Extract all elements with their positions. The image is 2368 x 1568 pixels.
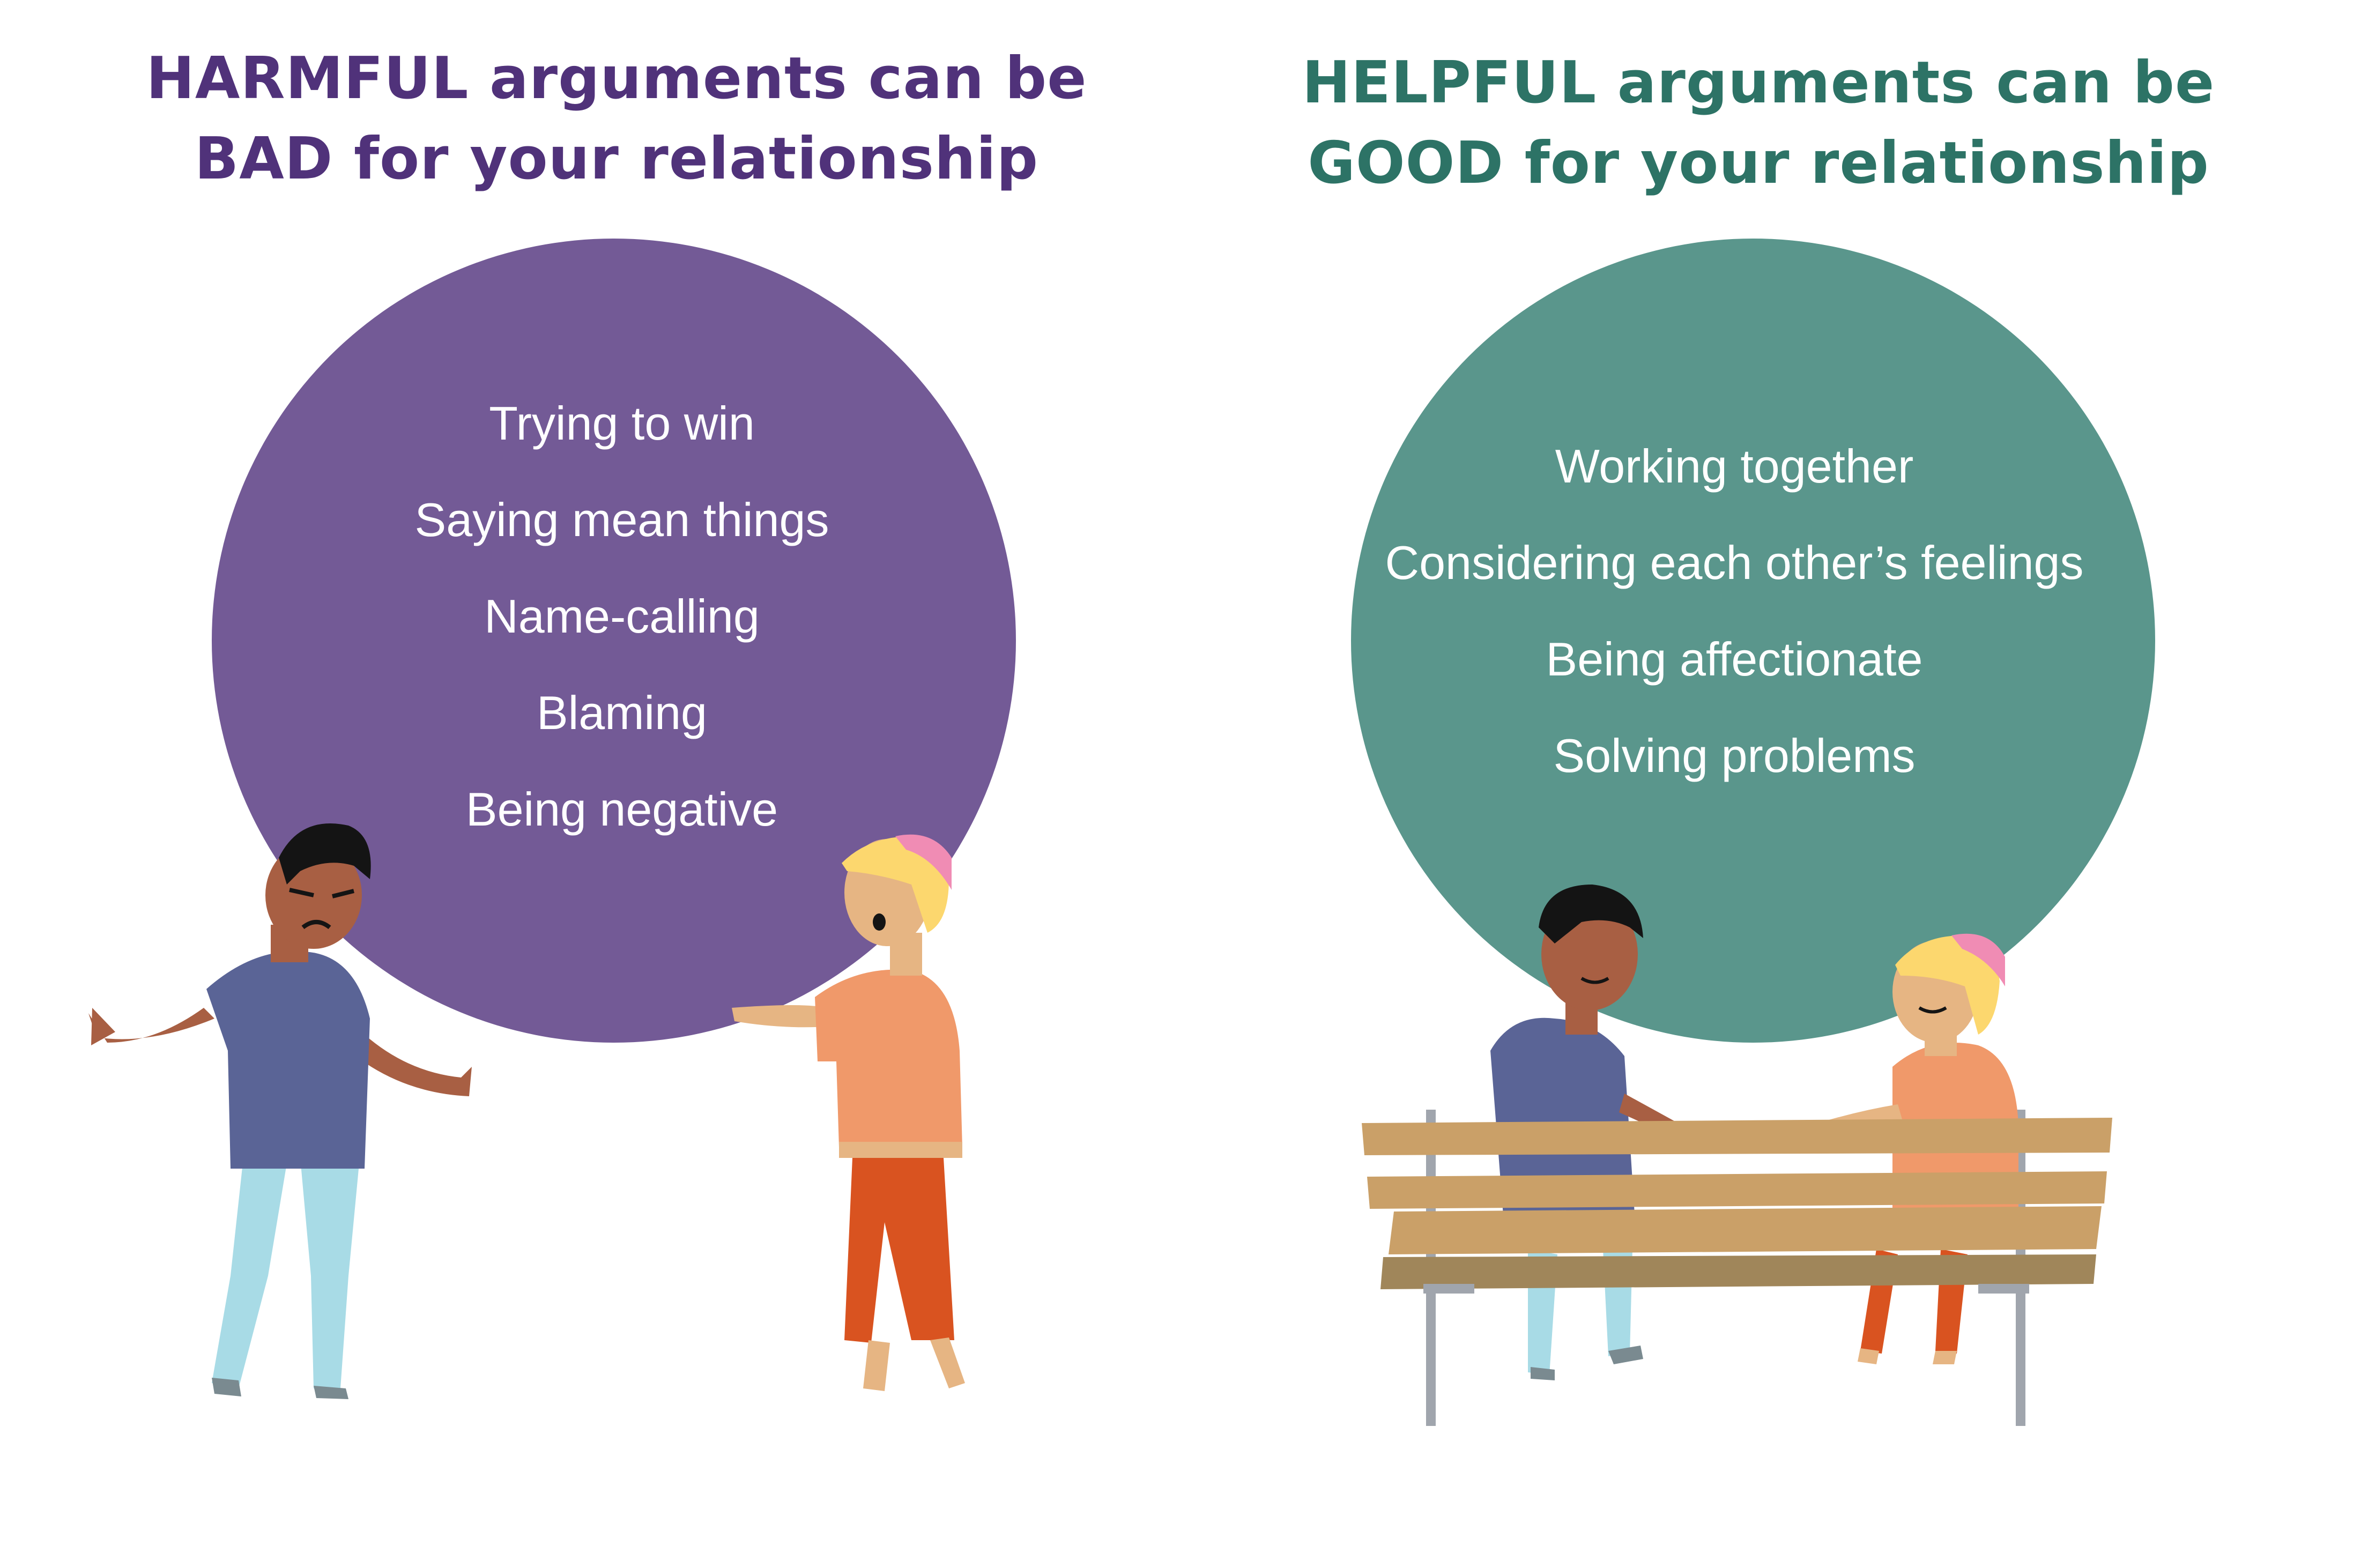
harmful-circle <box>212 239 1016 1043</box>
bench <box>1362 1118 2112 1294</box>
helpful-item: Being affectionate <box>1546 633 1923 686</box>
helpful-item: Working together <box>1555 440 1914 493</box>
harmful-item: Blaming <box>537 686 707 739</box>
harmful-item: Name-calling <box>484 590 760 643</box>
helpful-item: Considering each other’s feelings <box>1385 536 2084 589</box>
harmful-title-line1: HARMFUL arguments can be <box>146 45 1087 112</box>
smiling-man-figure <box>1490 885 1678 1380</box>
angry-man-figure <box>88 823 472 1399</box>
blonde-figure-left <box>732 834 965 1391</box>
harmful-item: Being negative <box>465 783 778 836</box>
harmful-item: Saying mean things <box>414 493 829 546</box>
helpful-list: Working together Considering each other’… <box>1351 418 2118 804</box>
helpful-title: HELPFUL arguments can be GOOD for your r… <box>1249 43 2268 204</box>
harmful-title-line2: BAD for your relationship <box>194 125 1039 192</box>
helpful-title-line1: HELPFUL arguments can be <box>1302 49 2215 116</box>
helpful-circle <box>1351 239 2155 1043</box>
harmful-list: Trying to win Saying mean things Name-ca… <box>354 375 890 858</box>
helpful-item: Solving problems <box>1553 729 1916 782</box>
harmful-title: HARMFUL arguments can be BAD for your re… <box>107 39 1126 199</box>
helpful-title-line2: GOOD for your relationship <box>1308 130 2209 197</box>
harmful-item: Trying to win <box>489 397 755 450</box>
